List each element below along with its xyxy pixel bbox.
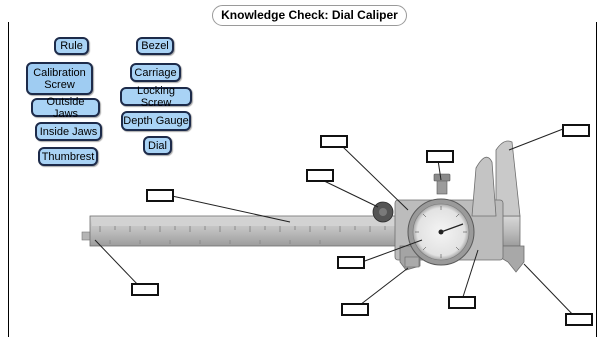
term-chip-bezel[interactable]: Bezel bbox=[136, 37, 174, 55]
drop-target-9[interactable] bbox=[448, 296, 476, 309]
drop-target-4[interactable] bbox=[426, 150, 454, 163]
moving-inside-jaw bbox=[471, 156, 497, 217]
term-chip-calibration-screw[interactable]: Calibration Screw bbox=[26, 62, 93, 95]
drop-target-10[interactable] bbox=[565, 313, 593, 326]
page-title: Knowledge Check: Dial Caliper bbox=[212, 5, 407, 26]
fixed-inside-jaw bbox=[495, 140, 521, 217]
term-chip-rule[interactable]: Rule bbox=[54, 37, 89, 55]
calibration-screw-body bbox=[404, 256, 420, 268]
term-chip-inside-jaws[interactable]: Inside Jaws bbox=[35, 122, 102, 141]
term-chip-locking-screw[interactable]: Locking Screw bbox=[120, 85, 192, 109]
rule-scale-ticks bbox=[99, 226, 386, 232]
drop-target-8[interactable] bbox=[341, 303, 369, 316]
frame-left-border bbox=[8, 22, 9, 337]
term-chip-carriage[interactable]: Carriage bbox=[130, 63, 181, 82]
dial-needle bbox=[440, 223, 464, 233]
drop-target-5[interactable] bbox=[562, 124, 590, 137]
term-chip-thumbrest[interactable]: Thumbrest bbox=[38, 147, 98, 166]
term-chip-outside-jaws[interactable]: Outside Jaws bbox=[31, 96, 100, 120]
drop-target-7[interactable] bbox=[131, 283, 159, 296]
drop-target-1[interactable] bbox=[146, 189, 174, 202]
term-chip-depth-gauge[interactable]: Depth Gauge bbox=[121, 111, 191, 131]
drop-target-6[interactable] bbox=[337, 256, 365, 269]
drop-target-2[interactable] bbox=[320, 135, 348, 148]
term-chip-dial[interactable]: Dial bbox=[143, 136, 172, 155]
locking-screw-body bbox=[436, 179, 448, 195]
leader-lines bbox=[94, 128, 577, 319]
drop-target-3[interactable] bbox=[306, 169, 334, 182]
dial-ticks bbox=[415, 206, 467, 258]
frame-right-border bbox=[596, 22, 597, 337]
